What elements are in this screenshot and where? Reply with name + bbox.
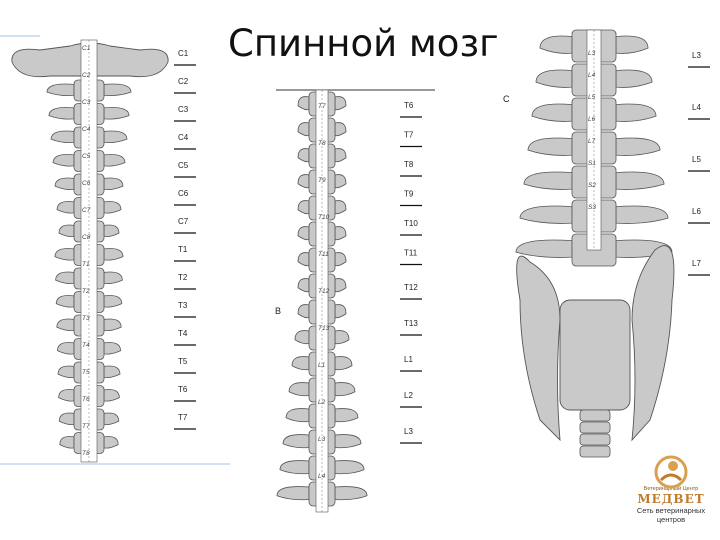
tail-vertebra-4 bbox=[579, 445, 611, 458]
panel-a-segment-C1: C1 bbox=[82, 45, 91, 52]
tail-vertebra-2 bbox=[579, 421, 611, 434]
panel-b-segment-L3: L3 bbox=[318, 436, 326, 443]
panel-b-label-T6: T6 bbox=[404, 101, 414, 110]
panel-a-label-T1: T1 bbox=[178, 245, 188, 254]
panel-a-label-C4: C4 bbox=[178, 133, 189, 142]
panel-b-vertebra-5 bbox=[297, 195, 347, 221]
panel-b-vertebra-15 bbox=[279, 455, 365, 481]
panel-a-segment-C7: C7 bbox=[82, 207, 91, 214]
panel-b-vertebra-8 bbox=[297, 273, 347, 299]
panel-a-segment-C3: C3 bbox=[82, 99, 91, 106]
panel-c-label-L6: L6 bbox=[692, 207, 701, 216]
panel-b-label-L1: L1 bbox=[404, 355, 413, 364]
panel-a-segment-C2: C2 bbox=[82, 72, 91, 79]
panel-b-label-T10: T10 bbox=[404, 219, 418, 228]
pelvis-right-ilium bbox=[631, 245, 675, 442]
panel-a-segment-T5: T5 bbox=[82, 369, 90, 376]
panel-a-segment-C8: C8 bbox=[82, 234, 91, 241]
panel-b-label-T12: T12 bbox=[404, 283, 418, 292]
pelvis-left-ilium bbox=[516, 255, 561, 442]
panel-a-segment-T7: T7 bbox=[82, 423, 90, 430]
panel-c-letter: C bbox=[503, 94, 510, 104]
panel-b-segment-L1: L1 bbox=[318, 362, 326, 369]
logo-animal-icon bbox=[654, 455, 688, 489]
panel-b-segment-T12: T12 bbox=[318, 288, 330, 295]
panel-c-segment-L3: L3 bbox=[588, 50, 596, 57]
panel-a-segment-C5: C5 bbox=[82, 153, 91, 160]
logo-subtitle-1: Сеть ветеринарных bbox=[636, 506, 706, 515]
panel-a-segment-T1: T1 bbox=[82, 261, 90, 268]
panel-b-vertebra-3 bbox=[297, 143, 347, 169]
panel-a-segment-T8: T8 bbox=[82, 450, 90, 457]
panel-b-letter: B bbox=[275, 306, 281, 316]
panel-b-segment-T11: T11 bbox=[318, 251, 329, 258]
panel-b-label-T13: T13 bbox=[404, 319, 418, 328]
panel-b-label-L2: L2 bbox=[404, 391, 413, 400]
panel-b-segment-T8: T8 bbox=[318, 140, 326, 147]
panel-a-segment-T2: T2 bbox=[82, 288, 90, 295]
medvet-logo: Ветеринарный Центр МЕДВЕТ Сеть ветеринар… bbox=[622, 452, 720, 540]
panel-b-spinal-cord bbox=[315, 89, 329, 513]
panel-c-segment-L7: L7 bbox=[588, 138, 596, 145]
tail-vertebra-1 bbox=[579, 409, 611, 422]
panel-c-segment-L5: L5 bbox=[588, 94, 596, 101]
panel-a-label-T5: T5 bbox=[178, 357, 188, 366]
panel-a-segment-C6: C6 bbox=[82, 180, 91, 187]
slide-title: Спинной мозг bbox=[228, 22, 499, 65]
panel-c-segment-S2: S2 bbox=[588, 182, 596, 189]
panel-b-label-T11: T11 bbox=[404, 249, 418, 258]
logo-top-text: Ветеринарный Центр bbox=[643, 486, 699, 492]
logo-name: МЕДВЕТ bbox=[637, 492, 705, 506]
panel-a-segment-T4: T4 bbox=[82, 342, 90, 349]
panel-a-label-T7: T7 bbox=[178, 413, 188, 422]
panel-b-segment-L4: L4 bbox=[318, 473, 326, 480]
panel-b-segment-T9: T9 bbox=[318, 177, 326, 184]
panel-b-segment-L2: L2 bbox=[318, 399, 326, 406]
panel-a-label-T3: T3 bbox=[178, 301, 188, 310]
panel-c-segment-L4: L4 bbox=[588, 72, 596, 79]
panel-a-label-C5: C5 bbox=[178, 161, 189, 170]
panel-b-label-L3: L3 bbox=[404, 427, 413, 436]
panel-c-label-L7: L7 bbox=[692, 259, 701, 268]
panel-a-label-C3: C3 bbox=[178, 105, 189, 114]
panel-a-label-C6: C6 bbox=[178, 189, 189, 198]
panel-a-label-C2: C2 bbox=[178, 77, 189, 86]
panel-b-label-T7: T7 bbox=[404, 131, 414, 140]
panel-a-label-T6: T6 bbox=[178, 385, 188, 394]
panel-c-label-L5: L5 bbox=[692, 155, 701, 164]
panel-b-segment-T13: T13 bbox=[318, 325, 330, 332]
panel-c-label-L3: L3 bbox=[692, 51, 701, 60]
panel-b-label-T8: T8 bbox=[404, 160, 414, 169]
tail-vertebra-3 bbox=[579, 433, 611, 446]
panel-a-segment-T3: T3 bbox=[82, 315, 90, 322]
panel-b-thoracolumbar: T7T8T9T10T11T12T13L1L2L3L4T6T7T8T9T10T11… bbox=[276, 89, 422, 513]
panel-b-label-T9: T9 bbox=[404, 190, 414, 199]
panel-c-label-L4: L4 bbox=[692, 103, 701, 112]
panel-a-label-T4: T4 bbox=[178, 329, 188, 338]
panel-a-segment-T6: T6 bbox=[82, 396, 90, 403]
sacrum bbox=[559, 299, 631, 411]
panel-c-segment-L6: L6 bbox=[588, 116, 596, 123]
panel-c-vertebra-4 bbox=[527, 131, 661, 165]
panel-a-label-T2: T2 bbox=[178, 273, 188, 282]
panel-a-label-C1: C1 bbox=[178, 49, 189, 58]
panel-c-segment-S1: S1 bbox=[588, 160, 596, 167]
panel-c-vertebra-1 bbox=[539, 29, 649, 63]
panel-a-segment-C4: C4 bbox=[82, 126, 91, 133]
logo-subtitle-2: центров bbox=[656, 515, 686, 524]
panel-a-label-C7: C7 bbox=[178, 217, 189, 226]
panel-b-segment-T10: T10 bbox=[318, 214, 330, 221]
panel-b-segment-T7: T7 bbox=[318, 103, 326, 110]
panel-c-segment-S3: S3 bbox=[588, 204, 596, 211]
